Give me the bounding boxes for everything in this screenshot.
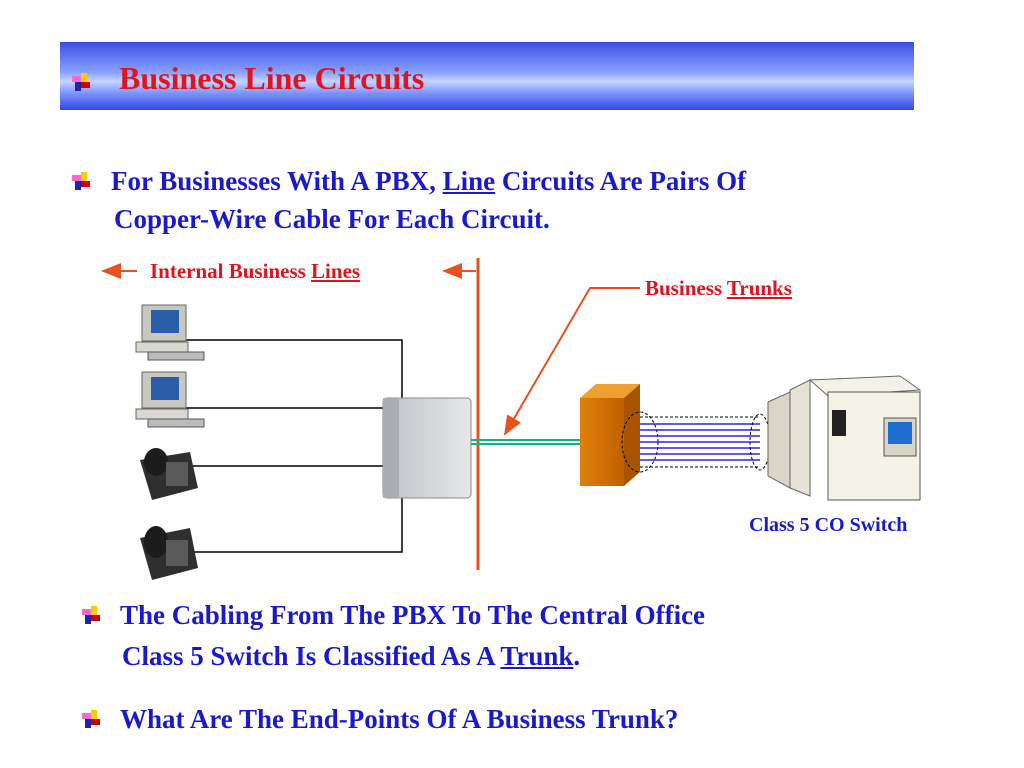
pinwheel-bullet-icon [82,606,100,624]
internal-lines-label: Internal Business Lines [150,259,360,284]
bullet-3: What Are The End-Points Of A Business Tr… [120,704,679,734]
bullet-2-line-2: Class 5 Switch Is Classified As A Trunk. [122,638,580,675]
trunks-label-text: Business [645,276,727,300]
pbx-icon [382,397,472,499]
termination-block-icon [580,384,640,486]
co-switch-icon [767,375,922,501]
computer-icon [135,304,205,361]
internal-lines [178,339,403,553]
business-trunks-label: Business Trunks [645,276,792,301]
trunks-label-underlined: Trunks [726,276,792,300]
phone-icon [140,448,198,500]
co-switch-label: Class 5 CO Switch [749,514,908,536]
bullet-1-underlined-word: Line [442,166,496,196]
bullet-1-text-end: Circuits Are Pairs Of [495,166,747,196]
bullet-1-line-1: For Businesses With A PBX, Line Circuits… [111,163,746,200]
trunks-pointer-arrow [503,287,640,436]
title-bar [60,42,914,110]
bullet-2-text: Class 5 Switch Is Classified As A [122,641,501,671]
bullet-1-text: For Businesses With A PBX, [111,166,443,196]
computer-icon [135,371,205,428]
slide-title: Business Line Circuits [119,60,425,96]
pinwheel-bullet-icon [72,73,90,91]
pinwheel-bullet-icon [72,172,90,190]
internal-label-underlined: Lines [311,259,361,283]
bullet-2-period: . [573,641,581,671]
pinwheel-bullet-icon [82,710,100,728]
bullet-2-underlined-word: Trunk [500,641,574,671]
bullet-2-line-1: The Cabling From The PBX To The Central … [120,600,706,630]
internal-label-text: Internal Business [150,259,312,283]
bullet-1-line-2: Copper-Wire Cable For Each Circuit. [114,204,550,234]
copper-pairs [640,423,760,461]
trunk-cable [471,439,582,445]
phone-icon [140,526,198,580]
